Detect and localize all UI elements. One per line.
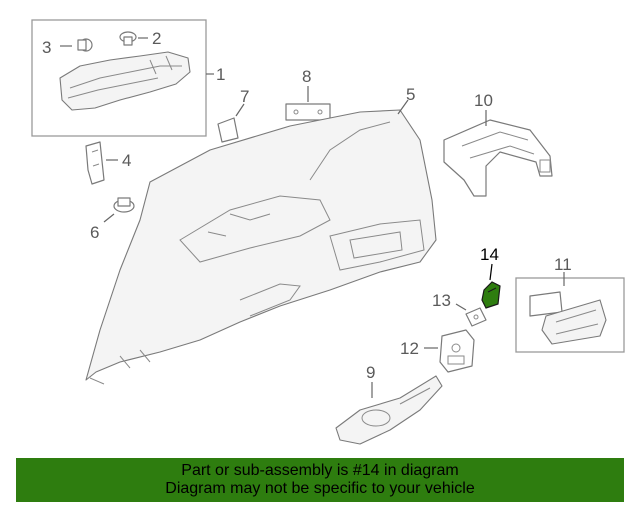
info-banner: Part or sub-assembly is #14 in diagram D… [16,458,624,502]
part-13-clip [465,307,487,327]
part-4-bracket [85,141,105,185]
callout-1: 1 [216,65,225,84]
callout-10: 10 [474,91,493,110]
callout-11: 11 [554,255,572,274]
part-5-quarter-trim-panel [85,109,437,385]
callout-7: 7 [240,87,249,106]
part-1-upper-trim-panel [59,51,191,111]
callout-9: 9 [366,363,375,382]
callout-6: 6 [90,223,99,242]
banner-line-1: Part or sub-assembly is #14 in diagram [181,462,459,479]
part-14-highlighted [481,281,501,309]
part-9-sill-plate [335,375,443,445]
part-7-cap [217,117,239,143]
part-8-plate [285,103,331,121]
part-11-pad [529,291,607,345]
callout-12: 12 [400,339,419,358]
part-2-clip [119,31,137,46]
callout-8: 8 [302,67,311,86]
callout-13: 13 [432,291,451,310]
banner-line-2: Diagram may not be specific to your vehi… [165,480,475,497]
part-11-box [515,277,625,353]
part-1-box [31,19,207,137]
parts-diagram: 3 2 1 4 6 7 8 5 10 11 14 13 12 9 [31,19,625,445]
part-6-clip [113,197,135,213]
callout-4: 4 [122,151,131,170]
part-12-latch [439,329,475,373]
callout-14: 14 [480,245,499,264]
callout-3: 3 [42,38,51,57]
callout-5: 5 [406,85,415,104]
part-10-bracket [443,119,553,197]
callout-2: 2 [152,29,161,48]
part-3-clip [77,38,93,52]
